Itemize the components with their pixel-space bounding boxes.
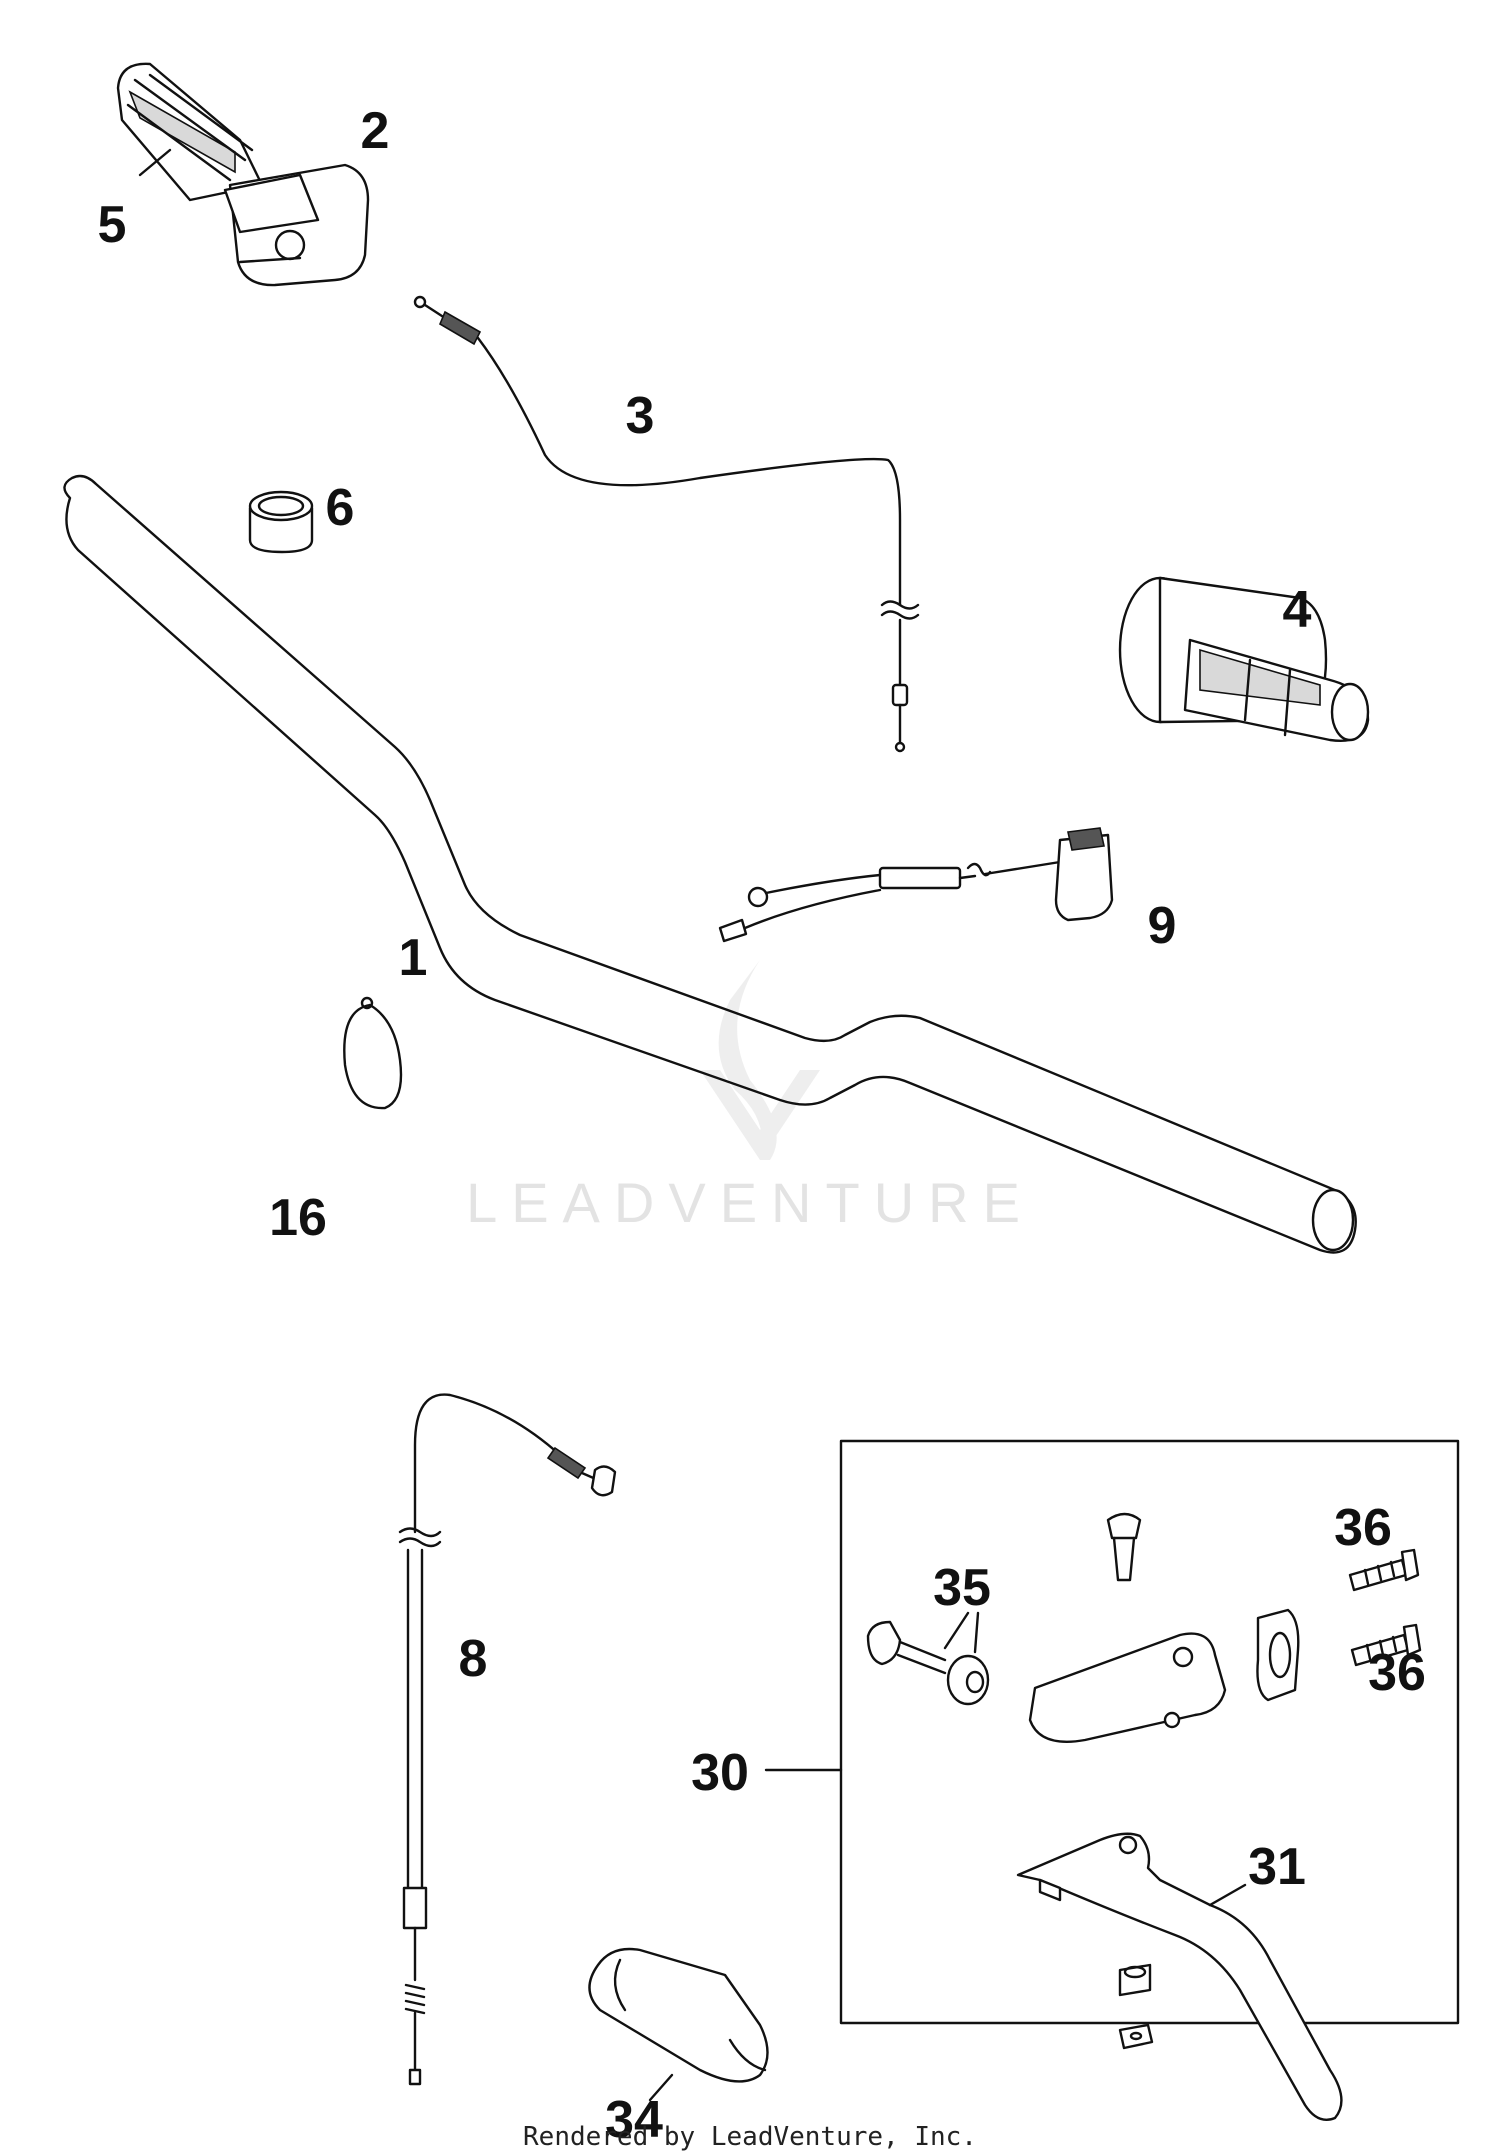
throttle-cable[interactable] <box>413 295 920 753</box>
callout-34: 34 <box>605 2091 663 2149</box>
callout-31: 31 <box>1248 1838 1306 1896</box>
callout-36-upper: 36 <box>1334 1499 1392 1557</box>
callout-6: 6 <box>326 479 355 537</box>
clamp-bolt-lower[interactable] <box>1350 1623 1422 1667</box>
lever-bracket[interactable] <box>1028 1632 1227 1743</box>
watermark-logo <box>700 960 820 1160</box>
throttle-grip-assembly[interactable] <box>116 62 370 287</box>
adjuster-nut[interactable] <box>946 1654 990 1706</box>
callout-35: 35 <box>933 1559 991 1617</box>
callout-3: 3 <box>626 387 655 445</box>
adjuster-screw[interactable] <box>866 1620 947 1675</box>
callout-4: 4 <box>1283 581 1312 639</box>
clutch-lever[interactable] <box>1016 1832 1343 2122</box>
watermark-text: LEADVENTURE <box>466 1171 1034 1234</box>
clutch-cable[interactable] <box>398 1393 617 2086</box>
clamp-bolt-upper[interactable] <box>1348 1548 1420 1592</box>
callout-8: 8 <box>459 1630 488 1688</box>
cable-tie[interactable] <box>343 996 403 1110</box>
callout-2: 2 <box>361 102 390 160</box>
clamp-half[interactable] <box>1256 1608 1300 1702</box>
handlebar[interactable] <box>63 474 1357 1254</box>
callout-36-lower: 36 <box>1368 1644 1426 1702</box>
lever-cover[interactable] <box>588 1947 769 2083</box>
footer-credit: Rendered by LeadVenture, Inc. <box>523 2122 977 2152</box>
leader-31 <box>1208 1883 1247 1907</box>
callout-1: 1 <box>399 929 428 987</box>
lever-bushing[interactable] <box>1118 1963 1152 1997</box>
leader-35 <box>943 1611 980 1654</box>
callout-16: 16 <box>269 1189 327 1247</box>
callout-30: 30 <box>691 1744 749 1802</box>
left-grip[interactable] <box>1118 576 1370 742</box>
pivot-bolt[interactable] <box>1106 1512 1142 1582</box>
lever-nut[interactable] <box>1118 2023 1154 2050</box>
collar-ring[interactable] <box>248 490 314 554</box>
callout-9: 9 <box>1148 897 1177 955</box>
kit-30-frame <box>839 1439 1460 2025</box>
kill-switch[interactable] <box>718 827 1114 943</box>
leader-34 <box>648 2073 674 2102</box>
leader-5 <box>138 148 172 177</box>
callout-5: 5 <box>98 196 127 254</box>
